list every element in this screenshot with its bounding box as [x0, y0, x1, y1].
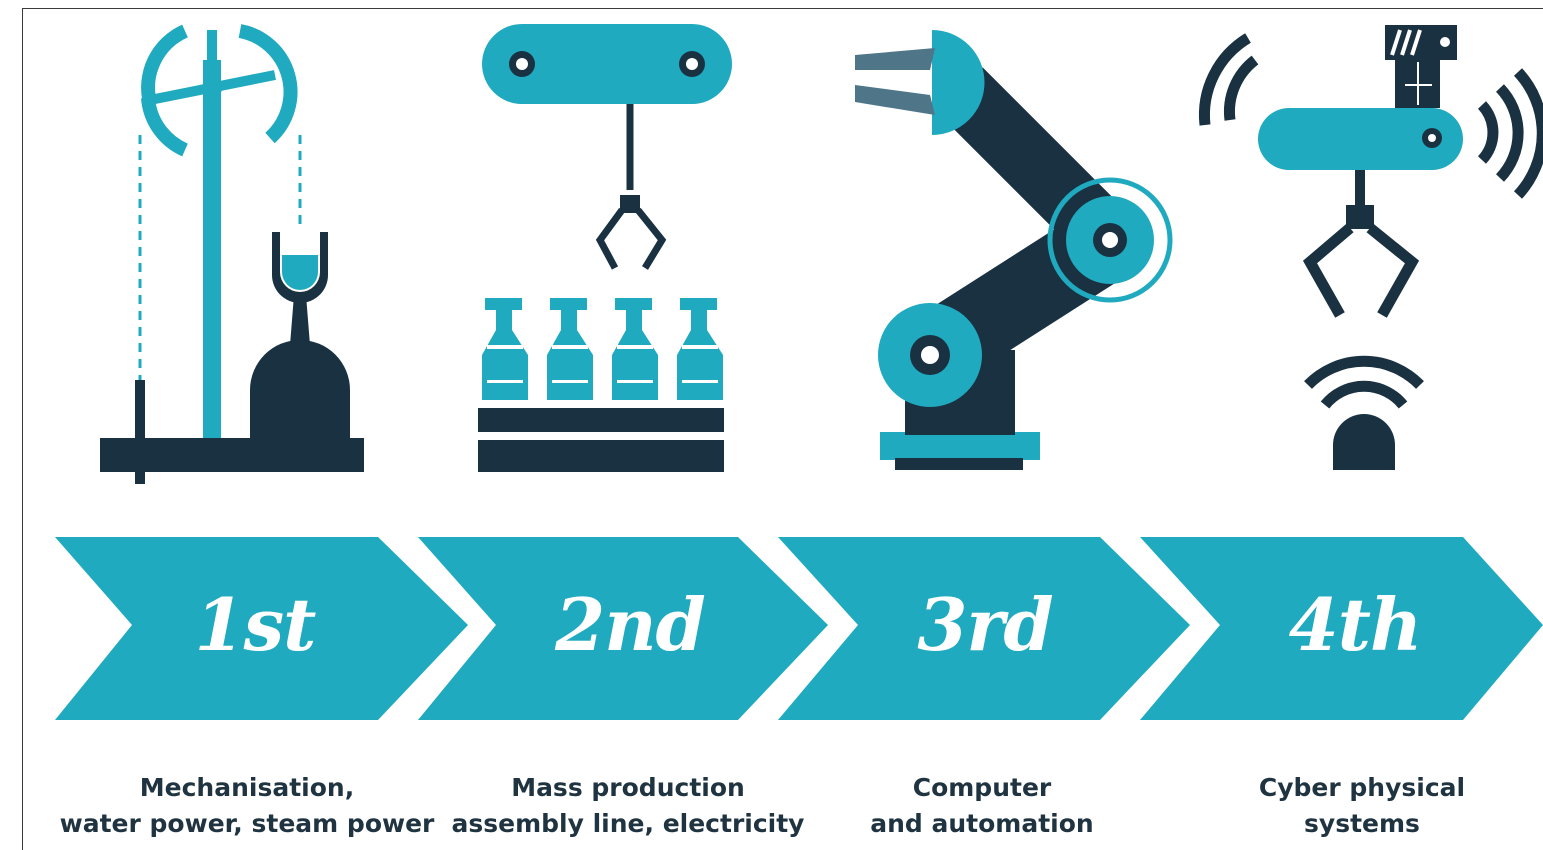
stage-description-4th: Cyber physical systems: [1172, 770, 1543, 842]
stage-illustrations: [100, 24, 1543, 484]
description-line: Mechanisation,: [139, 773, 355, 802]
chevron-stage-2: [418, 537, 828, 720]
stage-description-1st: Mechanisation, water power, steam power: [57, 770, 437, 842]
wireless-robot-gripper-icon: [1198, 25, 1543, 470]
description-line: Computer: [912, 773, 1052, 802]
stage-label-1st: 1st: [194, 582, 317, 667]
timeline-chevrons: [55, 537, 1543, 720]
description-line: and automation: [870, 809, 1094, 838]
stage-label-4th: 4th: [1288, 582, 1423, 667]
stage-description-3rd: Computer and automation: [792, 770, 1172, 842]
assembly-line-gripper-icon: [478, 24, 732, 472]
water-wheel-steam-icon: [100, 24, 364, 484]
stage-label-2nd: 2nd: [555, 582, 706, 667]
description-line: Cyber physical: [1258, 773, 1466, 802]
chevron-stage-4: [1140, 537, 1543, 720]
description-line: systems: [1304, 809, 1420, 838]
stage-label-3rd: 3rd: [917, 582, 1053, 667]
description-line: assembly line, electricity: [451, 809, 805, 838]
description-line: water power, steam power: [59, 809, 435, 838]
robotic-arm-icon: [855, 30, 1173, 470]
stage-description-2nd: Mass production assembly line, electrici…: [438, 770, 818, 842]
chevron-stage-1: [55, 537, 468, 720]
chevron-stage-3: [778, 537, 1190, 720]
description-line: Mass production: [511, 773, 745, 802]
image-frame: [22, 8, 1543, 850]
